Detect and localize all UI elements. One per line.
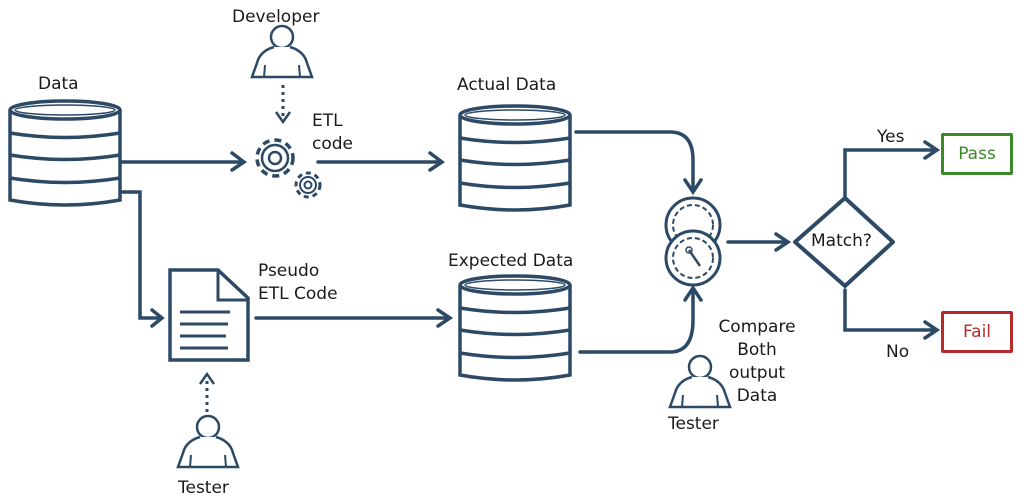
compare-tool-icon: [664, 196, 722, 287]
arrow-expected-to-compare: [578, 288, 695, 354]
decision-diamond: [793, 196, 895, 288]
tester-left-label: Tester: [178, 478, 229, 498]
arrow-yes: [843, 148, 937, 198]
data-database-icon: [8, 99, 122, 207]
decision-label: Match?: [811, 231, 872, 251]
no-label: No: [886, 342, 910, 362]
tester-right-label: Tester: [668, 414, 719, 434]
arrow-no: [843, 288, 937, 332]
yes-label: Yes: [877, 127, 905, 147]
actual-data-label: Actual Data: [457, 75, 557, 95]
developer-label: Developer: [232, 7, 320, 27]
compare-note-label: Compare Both output Data: [718, 317, 796, 406]
actual-data-database-icon: [458, 104, 572, 212]
data-label: Data: [38, 74, 79, 94]
fail-box: Fail: [941, 311, 1013, 353]
etl-small-gear-icon: [294, 171, 322, 199]
developer-person-icon: [250, 24, 314, 79]
pass-box: Pass: [941, 133, 1013, 175]
arrow-actual-to-compare: [574, 130, 695, 192]
expected-data-database-icon: [458, 274, 572, 382]
etl-gear-icon: [255, 138, 295, 178]
pseudo-etl-document-icon: [168, 268, 250, 362]
pseudo-etl-code-label: Pseudo ETL Code: [258, 261, 338, 304]
tester-left-person-icon: [176, 414, 240, 469]
arrow-data-to-pseudo: [120, 190, 162, 320]
expected-data-label: Expected Data: [448, 251, 574, 271]
etl-code-label: ETL code: [312, 111, 353, 154]
